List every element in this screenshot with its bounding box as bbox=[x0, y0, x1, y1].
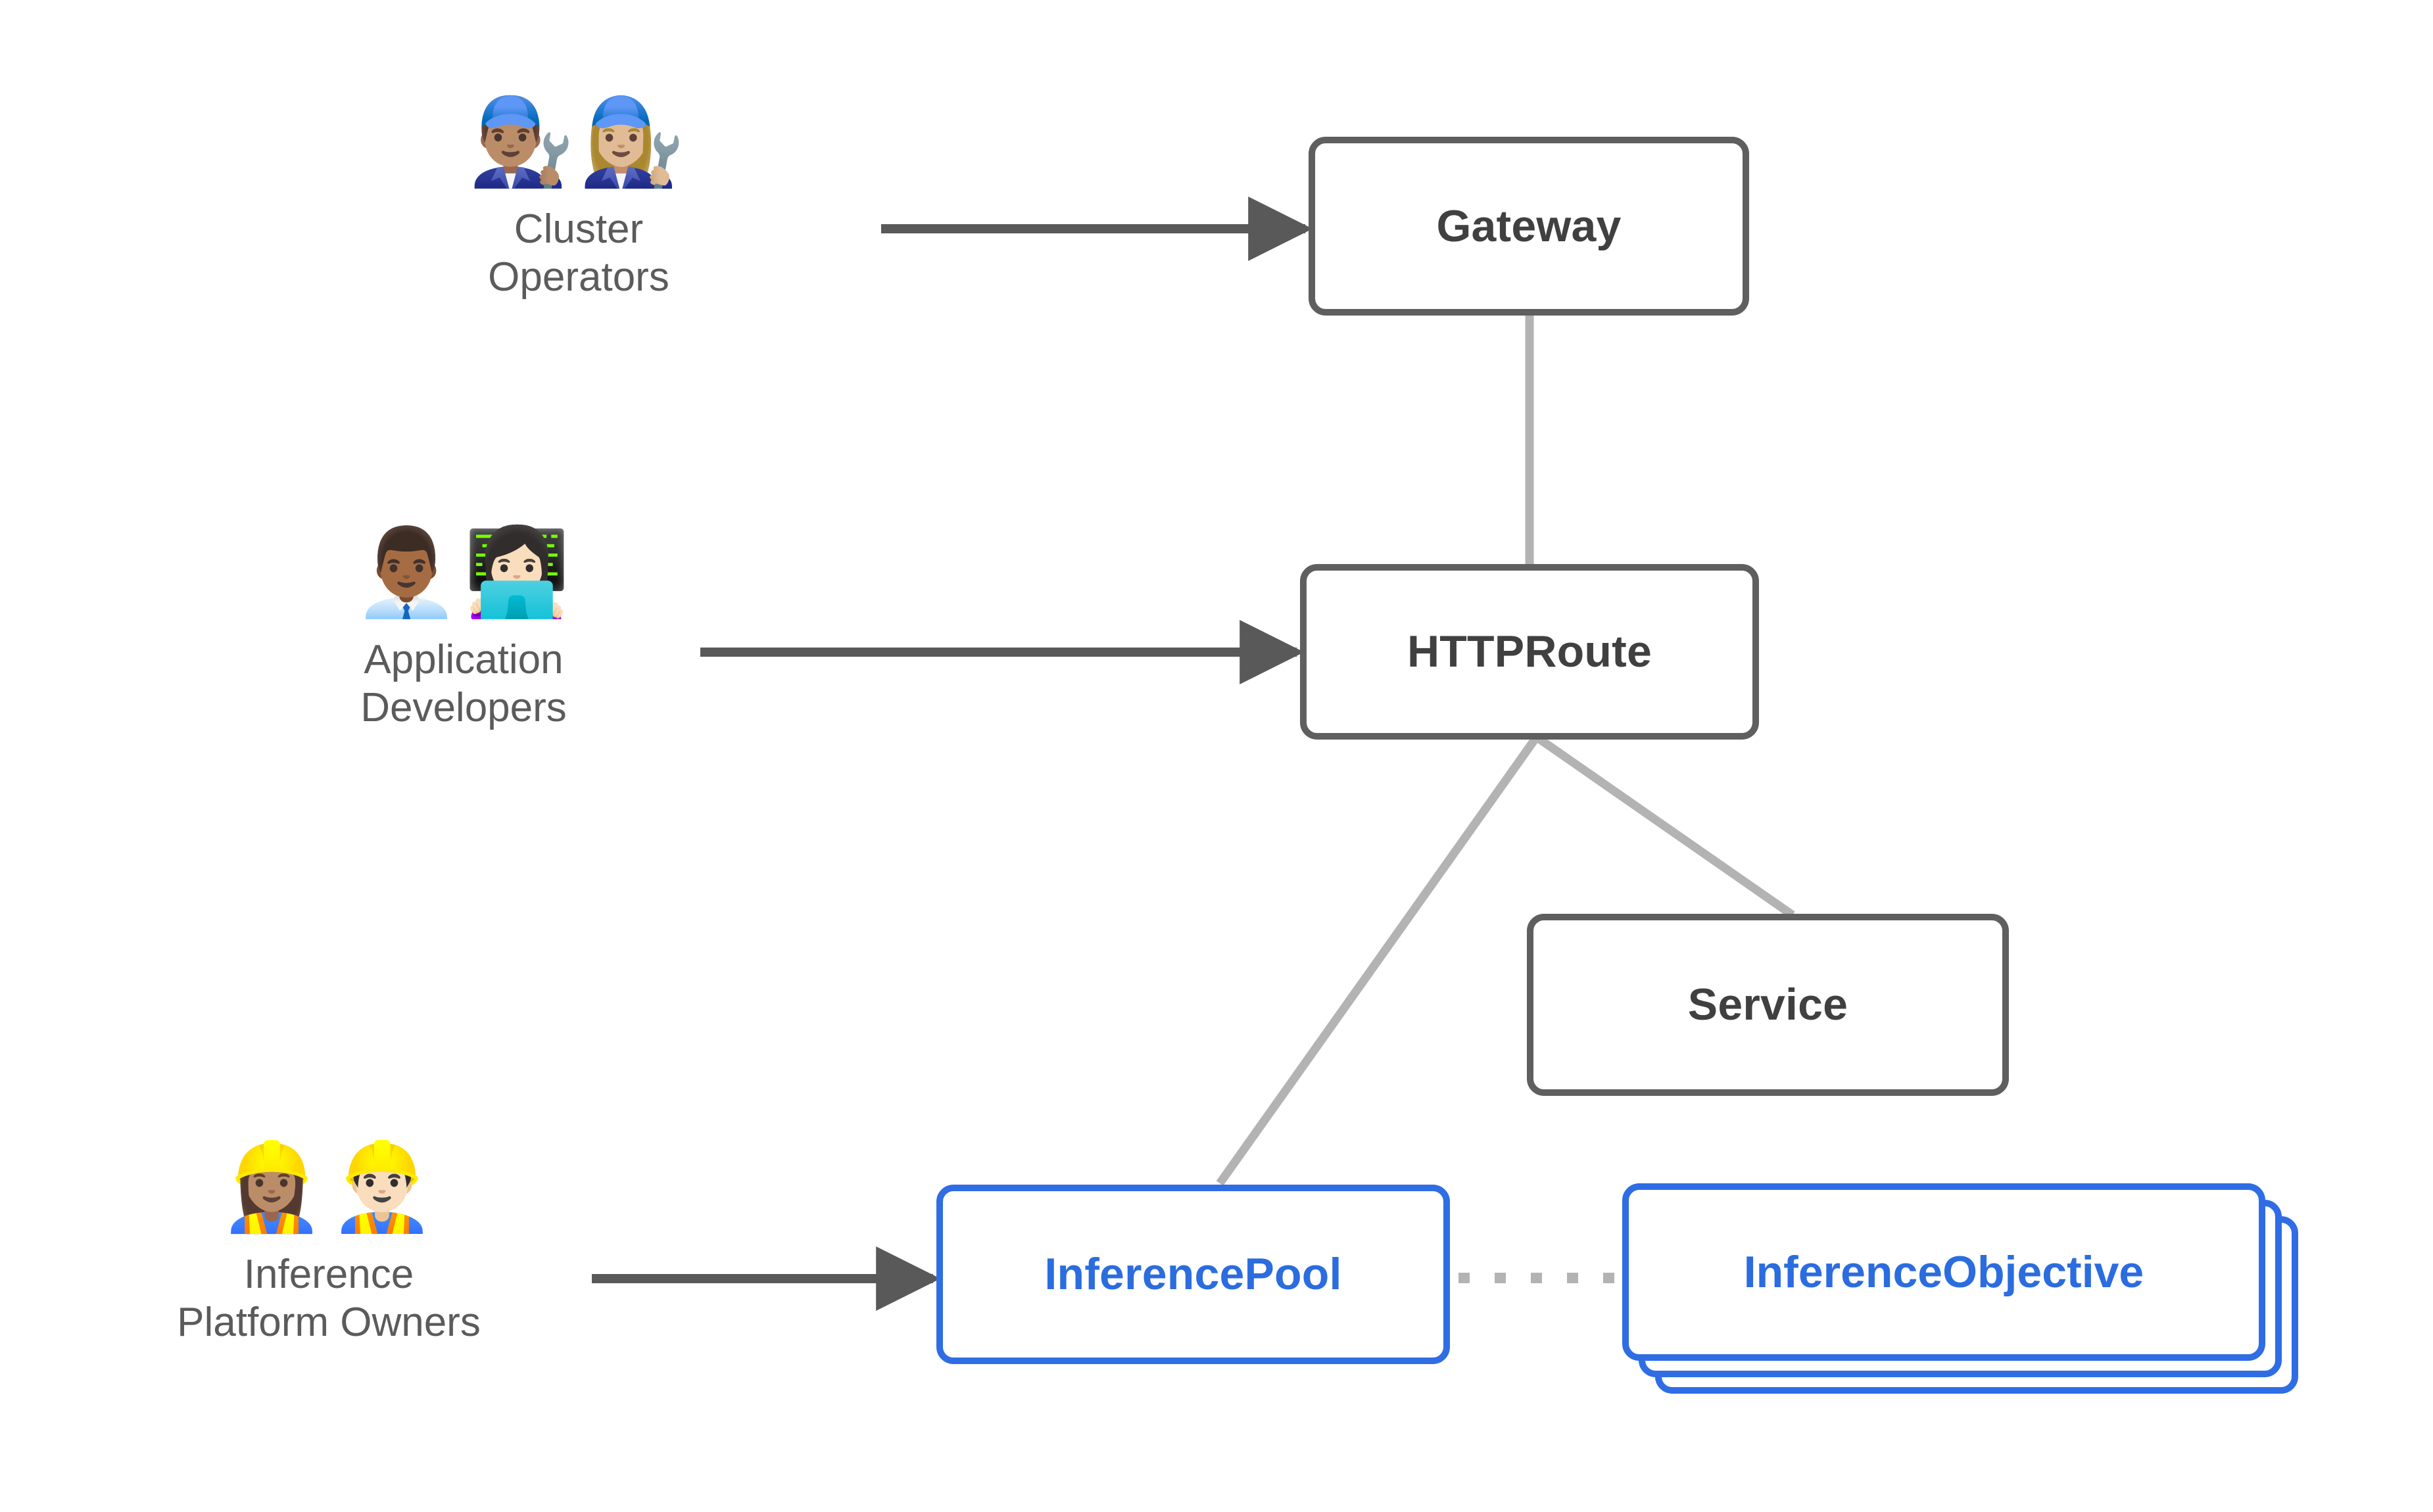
node-inferenceobjective-stack[interactable]: InferenceObjective bbox=[1622, 1183, 2300, 1394]
node-inferencepool-label: InferencePool bbox=[1044, 1249, 1342, 1300]
node-inferenceobjective-label: InferenceObjective bbox=[1743, 1246, 2144, 1297]
node-gateway[interactable]: Gateway bbox=[1309, 137, 1749, 316]
cluster-operators-label: Cluster Operators bbox=[488, 206, 669, 300]
application-developers-emoji: 👨🏾‍💼👩🏻‍💻 bbox=[353, 522, 574, 622]
application-developers-label: Application Developers bbox=[360, 637, 567, 731]
edge-httproute-to-service bbox=[1535, 734, 1795, 919]
cluster-operators-emoji: 👨🏽‍🔧👩🏼‍🔧 bbox=[468, 91, 689, 191]
persona-inference-platform-owners: 👷🏽‍♀️👷🏻‍♂️ Inference Platform Owners bbox=[85, 1137, 572, 1346]
inference-platform-owners-label: Inference Platform Owners bbox=[177, 1252, 481, 1346]
node-inferencepool[interactable]: InferencePool bbox=[936, 1185, 1450, 1364]
inferenceobjective-card-front[interactable]: InferenceObjective bbox=[1622, 1183, 2265, 1361]
persona-cluster-operators: 👨🏽‍🔧👩🏼‍🔧 Cluster Operators bbox=[408, 92, 750, 301]
node-gateway-label: Gateway bbox=[1436, 201, 1622, 251]
persona-application-developers: 👨🏾‍💼👩🏻‍💻 Application Developers bbox=[263, 523, 664, 732]
node-service[interactable]: Service bbox=[1527, 914, 2009, 1096]
edge-httproute-to-inferencepool bbox=[1216, 735, 1540, 1186]
node-service-label: Service bbox=[1687, 980, 1848, 1030]
node-httproute[interactable]: HTTPRoute bbox=[1300, 564, 1759, 740]
inference-platform-owners-emoji: 👷🏽‍♀️👷🏻‍♂️ bbox=[218, 1137, 439, 1237]
node-httproute-label: HTTPRoute bbox=[1407, 626, 1652, 677]
